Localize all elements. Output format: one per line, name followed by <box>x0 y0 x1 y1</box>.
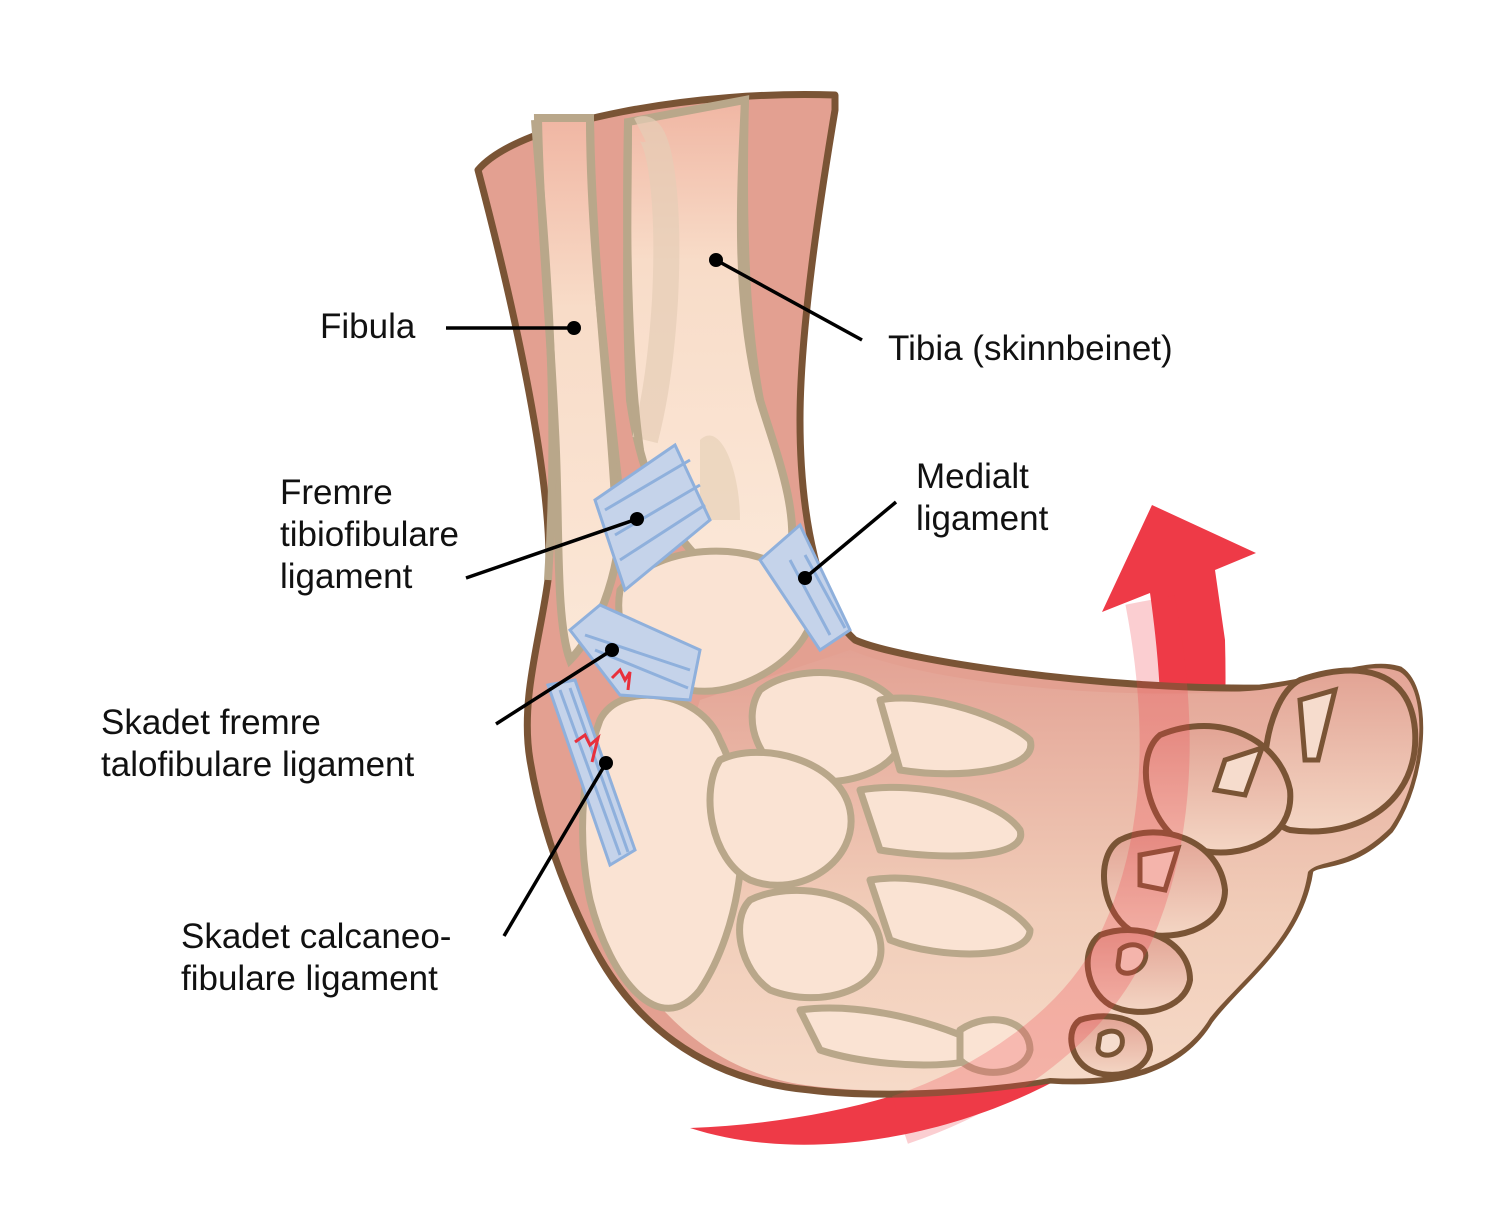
label-line: Fremre <box>280 473 393 512</box>
label-anterior-talofibular-ligament: Skadet fremre talofibulare ligament <box>101 702 414 786</box>
leader-tibia <box>709 253 863 342</box>
anterior-tibiofibular-ligament <box>593 442 712 593</box>
anterior-talofibular-ligament <box>567 603 702 702</box>
leader-calcaneofibular <box>502 756 613 937</box>
leader-medial <box>798 500 898 585</box>
medial-ligament <box>758 522 852 653</box>
tear-mark <box>574 732 601 763</box>
label-calcaneofibular-ligament: Skadet calcaneo- fibulare ligament <box>181 916 451 1000</box>
label-medial-ligament: Medialt ligament <box>916 456 1048 540</box>
label-anterior-tibiofibular-ligament: Fremre tibiofibulare ligament <box>280 472 459 598</box>
label-line: Skadet calcaneo- <box>181 917 452 956</box>
leader-lines <box>446 253 898 937</box>
calcaneofibular-ligament <box>546 678 637 868</box>
tear-mark <box>610 667 632 691</box>
toenails <box>1095 686 1339 1058</box>
arrow-overlay <box>891 595 1190 1144</box>
leg-stripes <box>531 99 764 581</box>
label-line: ligament <box>280 557 413 596</box>
label-tibia-text: Tibia (skinnbeinet) <box>888 329 1173 368</box>
ligaments <box>546 442 852 868</box>
leader-anterior-tibiofibular <box>465 512 644 580</box>
label-line: talofibulare ligament <box>101 745 415 784</box>
label-line: Medialt <box>916 457 1029 496</box>
label-fibula-text: Fibula <box>320 307 416 346</box>
label-line: ligament <box>916 499 1049 538</box>
label-line: tibiofibulare <box>280 515 459 554</box>
foot-bones <box>579 547 1035 1076</box>
label-tibia: Tibia (skinnbeinet) <box>888 328 1173 370</box>
label-line: fibulare ligament <box>181 959 438 998</box>
leader-fibula <box>446 321 581 335</box>
label-line: Skadet fremre <box>101 703 321 742</box>
leader-anterior-talofibular <box>495 643 619 726</box>
label-fibula: Fibula <box>320 306 415 348</box>
